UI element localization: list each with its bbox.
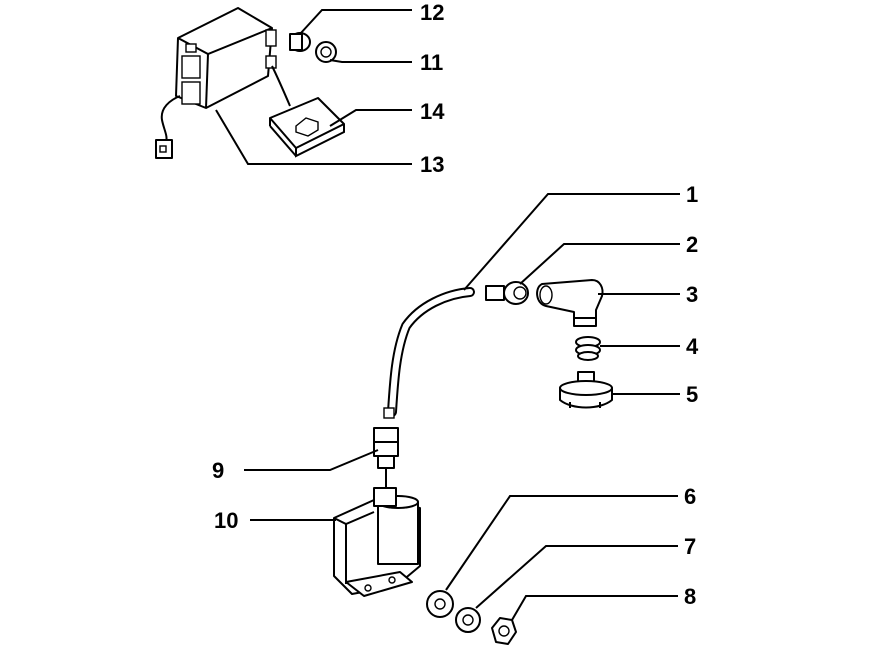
washer-drawing [426, 590, 454, 618]
leader-2 [519, 243, 680, 285]
leader-14 [329, 109, 412, 127]
callout-14: 14 [420, 99, 445, 124]
leader-9 [244, 449, 379, 471]
spark-plug-drawing [559, 371, 613, 409]
callout-2: 2 [686, 232, 698, 257]
leader-11 [329, 59, 412, 63]
plug-drawing [289, 32, 311, 52]
spring-drawing [575, 336, 601, 361]
leader-13 [215, 109, 412, 165]
callout-numbers: 12 11 14 13 1 2 3 4 5 9 10 6 7 8 [212, 0, 699, 609]
callout-5: 5 [686, 382, 698, 407]
control-unit-drawing [155, 7, 291, 159]
callout-8: 8 [684, 584, 696, 609]
leader-6 [445, 495, 678, 591]
callout-1: 1 [686, 182, 698, 207]
bracket-plate-drawing [269, 97, 345, 158]
spark-plug-cap-drawing [536, 279, 604, 327]
lock-washer-drawing [455, 607, 481, 633]
callout-10: 10 [214, 508, 238, 533]
nut-drawing [491, 617, 517, 645]
callout-12: 12 [420, 0, 444, 25]
callout-13: 13 [420, 152, 444, 177]
ignition-coil-drawing [333, 487, 421, 597]
leader-12 [299, 9, 412, 35]
callout-3: 3 [686, 282, 698, 307]
leader-lines [215, 9, 680, 621]
connector-drawing [485, 281, 529, 305]
hv-cable-drawing [383, 287, 475, 419]
callout-11: 11 [420, 50, 443, 75]
leader-1 [463, 193, 680, 291]
callout-4: 4 [686, 334, 699, 359]
coil-terminal-drawing [373, 427, 399, 488]
callout-9: 9 [212, 458, 224, 483]
callout-7: 7 [684, 534, 696, 559]
callout-6: 6 [684, 484, 696, 509]
grommet-drawing [315, 41, 337, 63]
leader-8 [511, 595, 678, 621]
leader-7 [475, 545, 678, 609]
